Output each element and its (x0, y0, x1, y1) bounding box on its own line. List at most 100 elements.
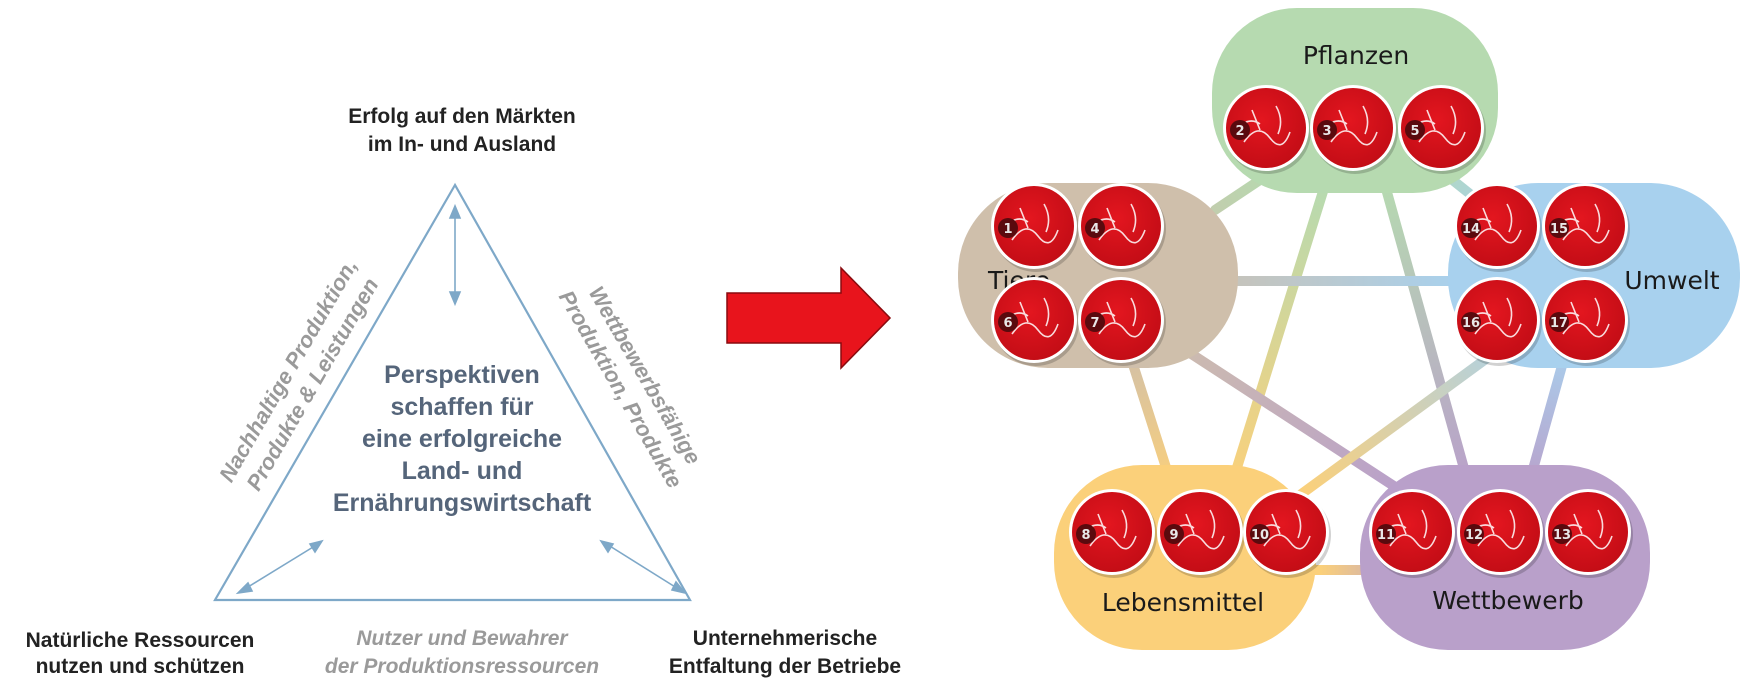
topic-badge-1: 1 (991, 183, 1079, 272)
badge-number: 9 (1169, 528, 1178, 543)
connector-pflanzen-wettbewerb (1380, 180, 1475, 495)
badge-line-art (1261, 509, 1311, 550)
topic-badge-6: 6 (991, 277, 1079, 366)
center-line3: eine erfolgreiche (362, 425, 562, 453)
topic-badge-7: 7 (1078, 277, 1166, 366)
connector-tiere-lebensmittel (1125, 350, 1175, 485)
connector-umwelt-wettbewerb (1525, 350, 1570, 485)
badge-number: 6 (1003, 316, 1012, 331)
badge-number: 11 (1377, 528, 1395, 543)
bottom-left-line2: nutzen und schützen (36, 655, 245, 678)
left-side-label: Nachhaltige Produktion, Produkte & Leist… (214, 254, 383, 494)
topic-badge-12: 12 (1457, 489, 1545, 578)
badge-number: 5 (1410, 124, 1419, 139)
badge-illustration-icon (1072, 492, 1152, 572)
badge-number-dot (1085, 218, 1105, 238)
triangle-diagram: Erfolg auf den Märkten im In- und Auslan… (26, 105, 901, 678)
badge-illustration-icon (1545, 280, 1625, 360)
badge-number-dot (1552, 524, 1572, 544)
badge-number-dot (1230, 120, 1250, 140)
bottom-left-line1: Natürliche Ressourcen (26, 629, 255, 652)
bottom-right-line2: Entfaltung der Betriebe (669, 655, 901, 678)
bottom-right-line1: Unternehmerische (693, 627, 877, 650)
badge-number: 7 (1090, 316, 1099, 331)
center-line5: Ernährungswirtschaft (333, 489, 592, 517)
top-label-line2: im In- und Ausland (368, 133, 556, 156)
badge-line-art (1009, 297, 1059, 338)
badge-number-dot (1549, 218, 1569, 238)
badge-line-art (1416, 105, 1466, 146)
badge-number-dot (1250, 524, 1270, 544)
center-line4: Land- und (402, 457, 523, 485)
topic-badge-4: 4 (1078, 183, 1166, 272)
badge-number-dot (1464, 524, 1484, 544)
badge-illustration-icon (1313, 88, 1393, 168)
badge-number-dot (1461, 312, 1481, 332)
badge-illustration-icon (1081, 186, 1161, 266)
badge-number-dot (1376, 524, 1396, 544)
badge-illustration-icon (1460, 492, 1540, 572)
badge-number: 3 (1322, 124, 1331, 139)
topic-badge-11: 11 (1369, 489, 1457, 578)
badge-number: 13 (1553, 528, 1571, 543)
left-side-line1: Nachhaltige Produktion, (214, 254, 362, 486)
badge-illustration-icon (1372, 492, 1452, 572)
badge-number: 1 (1003, 222, 1012, 237)
triangle-outline (213, 182, 692, 602)
topic-badge-8: 8 (1069, 489, 1157, 578)
topic-badge-16: 16 (1454, 277, 1542, 366)
right-side-label: Wettbewerbsfähige Produktion, Produkte (554, 282, 706, 493)
connector-umwelt-lebensmittel (1295, 340, 1510, 500)
badge-illustration-icon (1160, 492, 1240, 572)
badge-number-dot (1549, 312, 1569, 332)
top-label-line1: Erfolg auf den Märkten (348, 105, 576, 128)
badge-illustration-icon (994, 280, 1074, 360)
topic-badge-9: 9 (1157, 489, 1245, 578)
topic-badge-14: 14 (1454, 183, 1542, 272)
cluster-label-umwelt: Umwelt (1624, 266, 1719, 295)
right-arrow (599, 539, 688, 595)
badge-illustration-icon (1548, 492, 1628, 572)
center-line2: schaffen für (390, 393, 533, 421)
badge-line-art (1563, 509, 1613, 550)
right-arrow-icon (726, 266, 892, 370)
cluster-label-pflanzen: Pflanzen (1303, 41, 1409, 70)
badge-number: 16 (1462, 316, 1480, 331)
badge-line-art (1096, 203, 1146, 244)
badge-number: 10 (1251, 528, 1269, 543)
badge-number: 2 (1235, 124, 1244, 139)
topic-badge-17: 17 (1542, 277, 1630, 366)
badge-illustration-icon (1246, 492, 1326, 572)
badge-illustration-icon (1401, 88, 1481, 168)
badge-line-art (1472, 297, 1522, 338)
topic-network: Pflanzen Tiere Umwelt Lebensmittel Wettb… (958, 8, 1740, 650)
cluster-label-wettbewerb: Wettbewerb (1432, 586, 1583, 615)
topic-badge-10: 10 (1243, 489, 1331, 578)
badge-number-dot (998, 218, 1018, 238)
badge-line-art (1328, 105, 1378, 146)
badge-number-dot (1076, 524, 1096, 544)
badge-line-art (1009, 203, 1059, 244)
bottom-center-line1: Nutzer und Bewahrer (356, 627, 569, 650)
badge-number: 4 (1090, 222, 1099, 237)
cluster-label-lebensmittel: Lebensmittel (1102, 588, 1264, 617)
topic-badge-13: 13 (1545, 489, 1633, 578)
connector-tiere-wettbewerb (1165, 335, 1405, 495)
badge-number: 17 (1550, 316, 1568, 331)
badge-number: 15 (1550, 222, 1568, 237)
badge-illustration-icon (1081, 280, 1161, 360)
badge-line-art (1472, 203, 1522, 244)
badge-number: 12 (1465, 528, 1483, 543)
badge-line-art (1241, 105, 1291, 146)
connector-pflanzen-lebensmittel (1225, 180, 1330, 495)
badge-line-art (1175, 509, 1225, 550)
badge-illustration-icon (1545, 186, 1625, 266)
badge-line-art (1560, 297, 1610, 338)
bottom-center-line2: der Produktionsressourcen (325, 655, 599, 678)
badge-illustration-icon (1457, 280, 1537, 360)
badge-number-dot (998, 312, 1018, 332)
left-arrow (235, 539, 324, 595)
badge-line-art (1096, 297, 1146, 338)
